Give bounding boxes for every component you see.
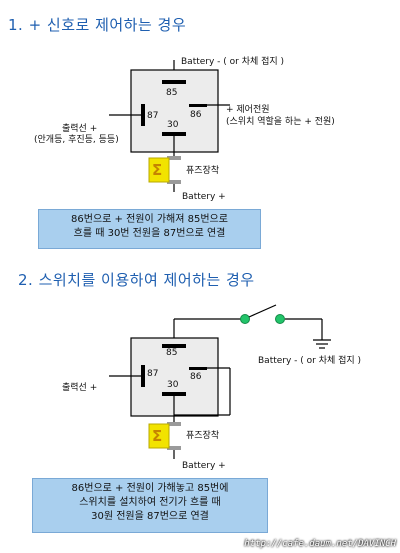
battery-ground-label: Battery - ( or 차체 접지 ) <box>181 57 285 67</box>
pin-30-label-2: 30 <box>167 380 179 390</box>
switch-node-left <box>240 314 250 324</box>
section1-heading: 1. + 신호로 제어하는 경우 <box>8 16 187 34</box>
note1-line1: 86번으로 + 전원이 가해져 85번으로 <box>71 214 228 225</box>
note2-line1: 86번으로 + 전원이 가해놓고 85번에 <box>71 483 229 494</box>
fuse-symbol-icon-2: Σ <box>152 427 163 445</box>
output-wire-sublabel: (안개등, 후진등, 등등) <box>34 135 119 145</box>
battery-plus-label-2: Battery + <box>182 461 226 471</box>
control-power-label: + 제어전원 <box>226 105 270 115</box>
switch-lever <box>248 304 277 318</box>
switch-node-right <box>275 314 285 324</box>
pin-86-label: 86 <box>190 110 202 120</box>
fuse-label-2: 퓨즈장착 <box>186 431 220 441</box>
pin-87-label: 87 <box>147 111 159 121</box>
pin-85-label: 85 <box>166 88 178 98</box>
battery-plus-label: Battery + <box>182 192 226 202</box>
control-power-sublabel: (스위치 역할을 하는 + 전원) <box>226 117 335 127</box>
pin-87-label-2: 87 <box>147 369 159 379</box>
output-wire-label-2: 출력선 + <box>62 383 98 393</box>
section2-heading: 2. 스위치를 이용하여 제어하는 경우 <box>18 271 255 289</box>
output-wire-label: 출력선 + <box>62 124 98 134</box>
note1-line2: 흐를 때 30번 전원을 87번으로 연결 <box>73 228 226 239</box>
note2-line2: 스위치를 설치하여 전기가 흐를 때 <box>79 497 221 508</box>
battery-ground-label-2: Battery - ( or 차체 접지 ) <box>258 356 362 366</box>
fuse <box>148 423 170 449</box>
fuse-symbol-icon: Σ <box>152 161 163 179</box>
fuse-label: 퓨즈장착 <box>186 166 220 176</box>
pin-86-label-2: 86 <box>190 372 202 382</box>
watermark-url: http://cafe.daum.net/DAVINCH <box>244 539 396 549</box>
pin-30-label: 30 <box>167 120 179 130</box>
relay-diagram-2 <box>109 304 331 459</box>
note-box-2: 86번으로 + 전원이 가해놓고 85번에 스위치를 설치하여 전기가 흐를 때… <box>32 478 268 533</box>
fuse <box>148 157 170 183</box>
relay-diagram-1 <box>109 60 230 192</box>
note2-line3: 30원 전원을 87번으로 연결 <box>91 511 209 522</box>
note-box-1: 86번으로 + 전원이 가해져 85번으로 흐를 때 30번 전원을 87번으로… <box>38 209 261 249</box>
pin-85-label-2: 85 <box>166 348 178 358</box>
